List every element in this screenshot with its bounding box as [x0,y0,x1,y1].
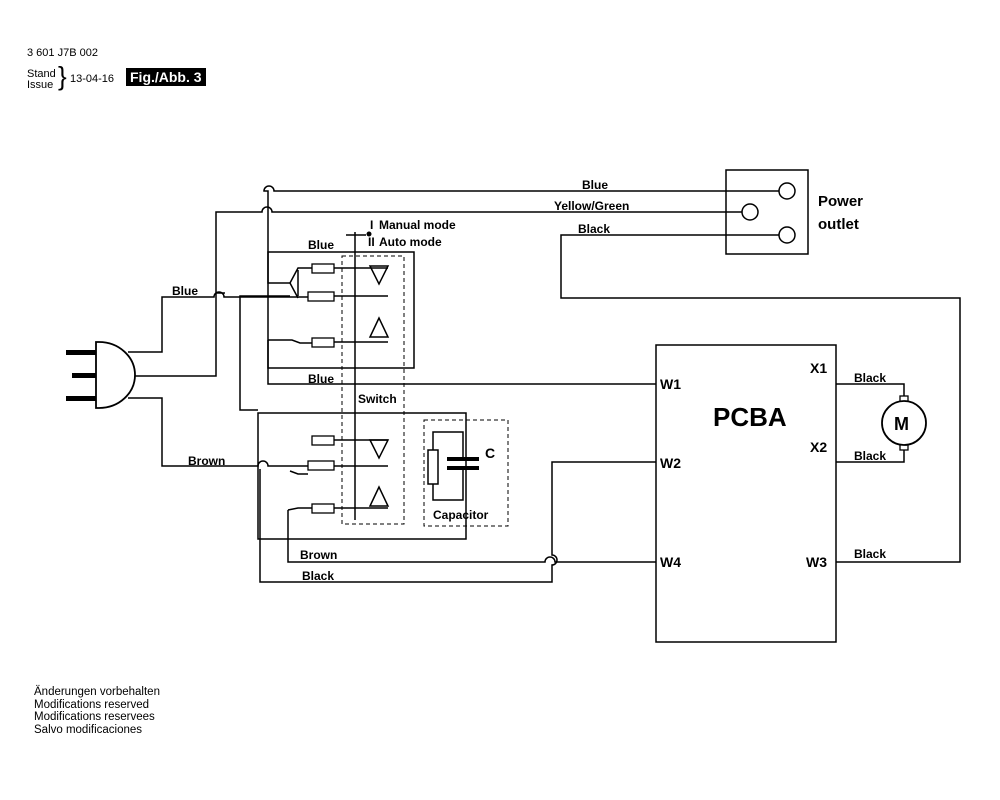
label-plug-blue: Blue [172,284,198,298]
terminal-w3: W3 [806,554,827,570]
pcba-board [655,344,837,643]
wire-outlet-blue [263,185,779,284]
footer-line-fr: Modifications reservees [34,711,155,723]
brace-glyph: } [58,61,67,91]
footer-line-en: Modifications reserved [34,698,150,711]
wire-w4-brown [287,510,656,563]
label-w4-black: Black [302,569,334,583]
capacitor-label: Capacitor [433,508,489,522]
footer-line-de: Änderungen vorbehalten [34,686,160,698]
mode-auto-number: II [368,235,375,249]
issue-label: Issue [27,79,54,91]
outlet-socket-earth [741,203,759,221]
outlet-socket-blue [778,182,796,200]
mains-plug [66,341,136,409]
terminal-w1: W1 [660,376,681,392]
label-plug-brown: Brown [188,454,225,468]
outlet-socket-black [778,226,796,244]
power-outlet-label-1: Power [818,193,863,210]
terminal-x2: X2 [810,439,827,455]
switch [257,231,509,540]
mode-manual-label: Manual mode [379,218,456,232]
footer-notice: Änderungen vorbehalten Modifications res… [34,686,160,736]
wire-x1-black [836,383,905,398]
issue-date: 13-04-16 [70,73,115,85]
label-outlet-black: Black [578,222,610,236]
label-w4-brown: Brown [300,548,337,562]
wire-w1-blue [267,340,656,385]
label-w3-black: Black [854,547,886,561]
wire-plug-brown [128,397,308,467]
label-w1-blue: Blue [308,372,334,386]
wire-outlet-black [560,234,961,563]
wire-plug-blue [128,291,308,353]
label-outlet-yellow-green: Yellow/Green [554,199,629,213]
terminal-w4: W4 [660,554,681,570]
label-outlet-blue: Blue [582,178,608,192]
mode-manual-number: I [370,218,373,232]
document-number: 3 601 J7B 002 [27,47,98,59]
capacitor-symbol: C [485,445,495,461]
footer-line-es: Salvo modificaciones [34,723,143,736]
switch-label: Switch [358,392,397,406]
mode-auto-label: Auto mode [379,235,442,249]
pcba-label: PCBA [713,402,787,432]
wire-outlet-yellow-green [128,206,742,377]
stand-label: Stand [27,68,56,80]
label-x1-black: Black [854,371,886,385]
label-x2-black: Black [854,449,886,463]
wire-w2 [259,461,656,583]
power-outlet-label-2: outlet [818,216,859,233]
figure-label: Fig./Abb. 3 [126,68,206,86]
label-switch-blue: Blue [308,238,334,252]
wire-x2-black [836,448,905,463]
wire-loop-left [239,295,290,411]
terminal-w2: W2 [660,455,681,471]
terminal-x1: X1 [810,360,827,376]
motor [881,395,927,451]
motor-symbol: M [894,414,909,434]
